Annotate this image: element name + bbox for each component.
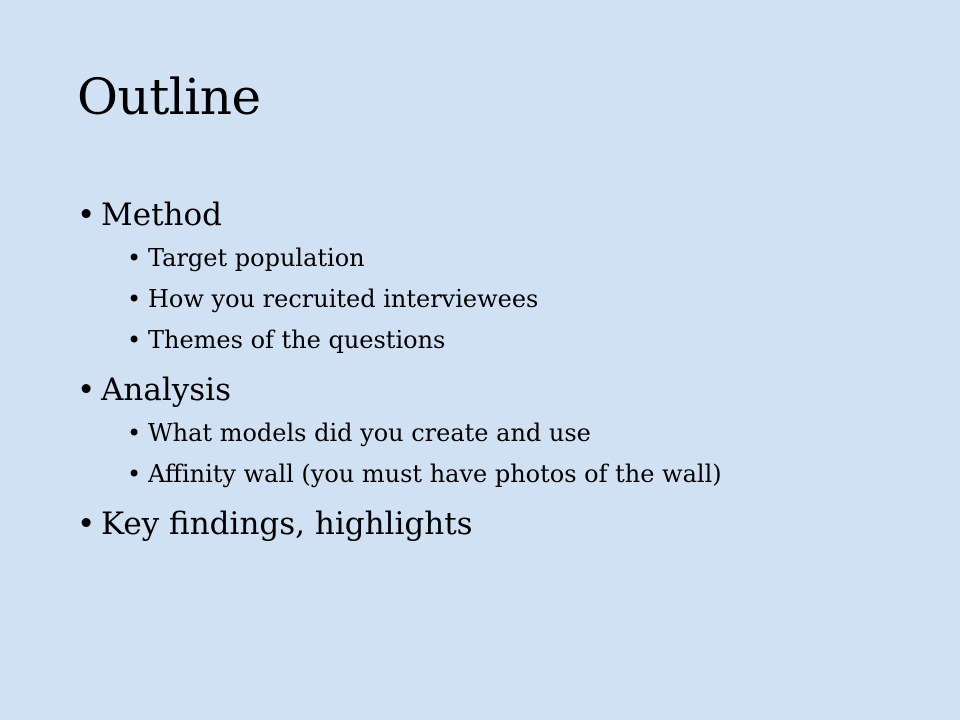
bullet-icon: • — [127, 460, 142, 488]
sub-item-label: Affinity wall (you must have photos of t… — [148, 460, 722, 488]
bullet-icon: • — [77, 506, 96, 542]
method-sublist: • Target population • How you recruited … — [101, 238, 920, 361]
sub-item-affinity-wall: • Affinity wall (you must have photos of… — [101, 454, 920, 495]
bullet-icon: • — [127, 244, 142, 272]
sub-item-question-themes: • Themes of the questions — [101, 320, 920, 361]
sub-item-label: How you recruited interviewees — [148, 285, 539, 313]
sub-item-recruited-interviewees: • How you recruited interviewees — [101, 279, 920, 320]
sub-item-models: • What models did you create and use — [101, 413, 920, 454]
outline-item-method: • Method • Target population • How you r… — [77, 196, 920, 361]
bullet-icon: • — [77, 197, 96, 233]
sub-item-target-population: • Target population — [101, 238, 920, 279]
sub-item-label: Themes of the questions — [148, 326, 446, 354]
outline-item-key-findings: • Key findings, highlights — [77, 505, 920, 543]
bullet-icon: • — [127, 419, 142, 447]
bullet-icon: • — [127, 326, 142, 354]
outline-item-label: Key findings, highlights — [101, 506, 473, 542]
outline-item-label: Analysis — [101, 372, 231, 408]
outline-item-label: Method — [101, 197, 223, 233]
outline-list: • Method • Target population • How you r… — [77, 196, 920, 553]
bullet-icon: • — [127, 285, 142, 313]
sub-item-label: Target population — [148, 244, 365, 272]
slide-title: Outline — [77, 68, 261, 126]
sub-item-label: What models did you create and use — [148, 419, 591, 447]
bullet-icon: • — [77, 372, 96, 408]
analysis-sublist: • What models did you create and use • A… — [101, 413, 920, 495]
outline-item-analysis: • Analysis • What models did you create … — [77, 371, 920, 495]
